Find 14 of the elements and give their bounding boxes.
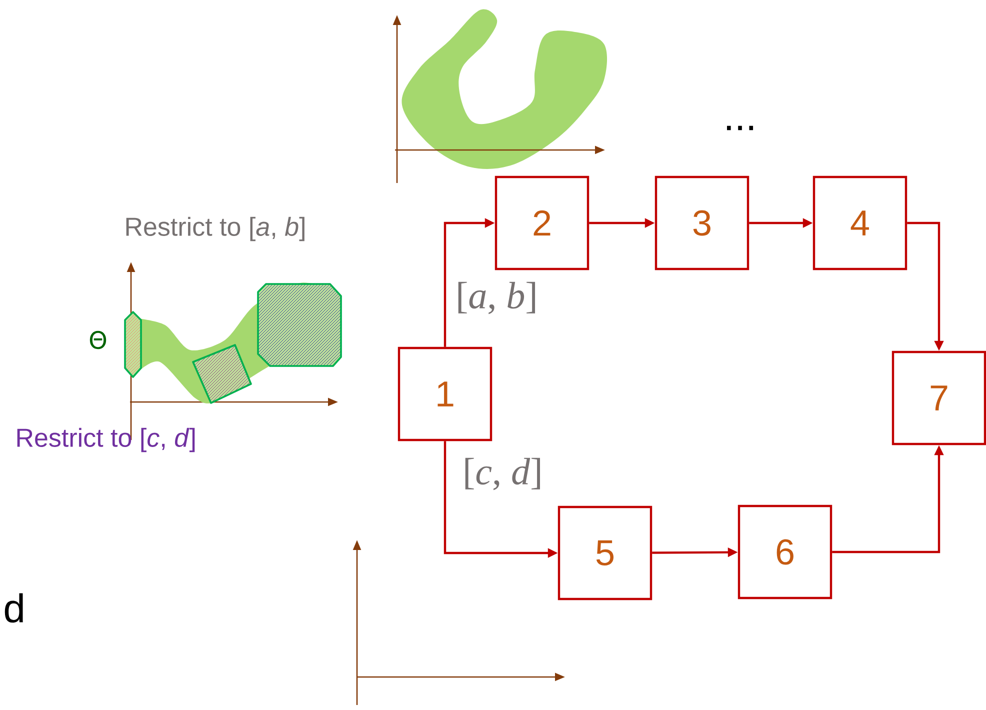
plot-caption: Restrict to [a, b] — [126, 216, 304, 242]
process-box: 3 — [654, 176, 750, 270]
partial-text: d — [4, 593, 23, 623]
edge-label: [a, b] — [458, 282, 536, 314]
process-box: 6 — [738, 504, 832, 600]
axis-label: Θ — [90, 330, 106, 350]
process-box: 5 — [558, 506, 652, 600]
plot-caption: Restrict to [c, d] — [17, 428, 195, 452]
edge-label: [c, d] — [465, 458, 540, 490]
process-box: 4 — [812, 176, 908, 270]
process-box: 2 — [494, 176, 590, 270]
dots: ... — [726, 126, 754, 130]
process-box: 1 — [398, 346, 492, 442]
process-box: 7 — [892, 350, 986, 446]
